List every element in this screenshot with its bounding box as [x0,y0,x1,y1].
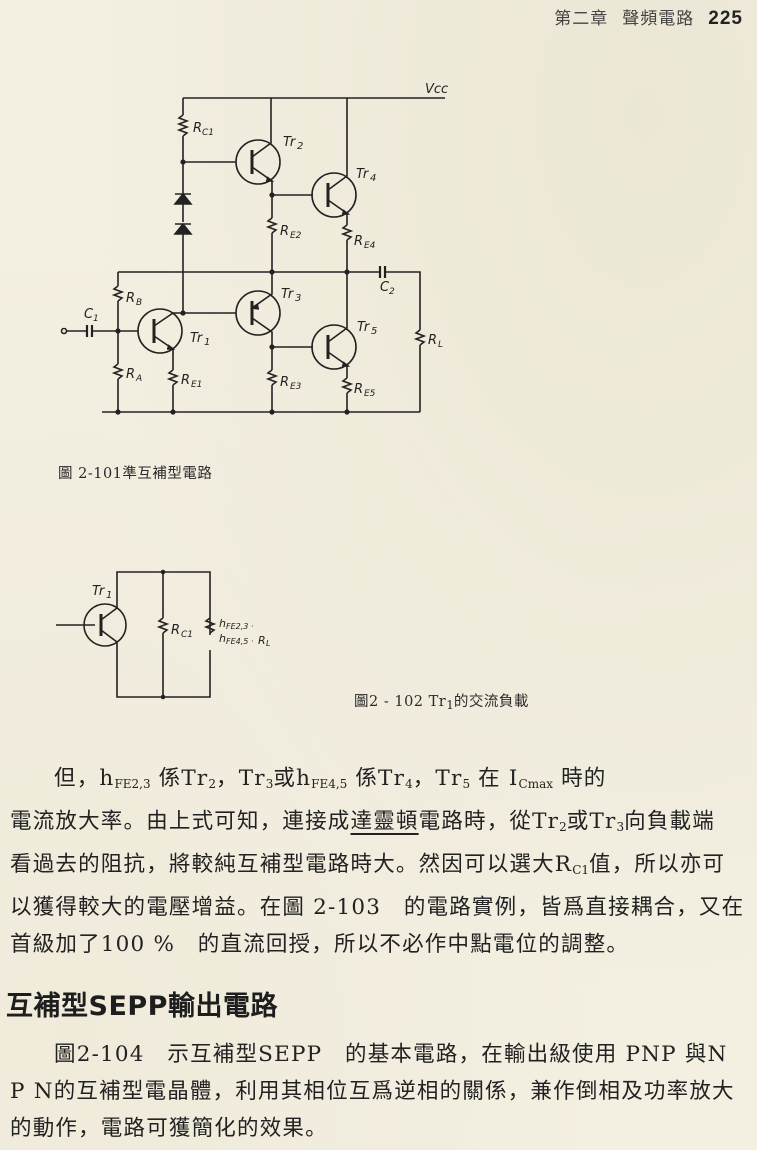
figure-2-102-caption: 圖2 - 102 Tr1的交流負載 [354,694,529,712]
tr4-transistor-icon [311,172,357,218]
paragraph-2-line-1: 圖2-104 示互補型SEPP 的基本電路，在輸出級使用 PNP 與N [54,1042,728,1067]
svg-text:C: C [84,307,94,322]
paragraph-1-line-4: 以獲得較大的電壓增益。在圖 2-103 的電路實例，皆爲直接耦合，又在 [10,895,745,920]
svg-text:FE2,3 ·: FE2,3 · [226,622,253,631]
svg-text:C1: C1 [202,128,214,138]
svg-text:Tr: Tr [283,135,297,150]
svg-text:L: L [438,340,443,350]
svg-text:R: R [280,375,289,390]
svg-text:2: 2 [297,141,303,152]
svg-text:Tr: Tr [356,167,370,182]
input-terminal-icon [60,327,68,335]
load-resistor-icon [203,617,217,634]
svg-text:C1: C1 [181,630,193,640]
svg-text:Tr: Tr [92,584,106,599]
vcc-label: Vcc [425,82,448,97]
underlined-term: 達靈頓 [350,809,419,834]
svg-text:Tr: Tr [357,320,371,335]
svg-text:E3: E3 [290,382,302,392]
svg-text:R: R [193,121,202,136]
svg-text:4: 4 [370,173,376,184]
tr3-transistor-icon [235,290,281,336]
svg-text:1: 1 [93,314,99,324]
paragraph-2: 圖2-104 示互補型SEPP 的基本電路，在輸出級使用 PNP 與N P N的… [10,1036,750,1147]
tr5-transistor-icon [311,324,357,370]
paragraph-2-line-3: 的動作，電路可獲簡化的效果。 [10,1116,328,1141]
svg-text:h: h [219,632,226,645]
svg-text:2: 2 [389,287,395,297]
svg-text:FE4,5 ·: FE4,5 · [226,637,253,646]
section-heading: 互補型SEPP輸出電路 [6,991,278,1022]
chapter-number: 第二章 [554,9,609,29]
svg-text:h: h [219,617,226,630]
chapter-title: 聲頻電路 [622,9,695,29]
paragraph-2-line-2: P N的互補型電晶體，利用其相位互爲逆相的關係，兼作倒相及功率放大 [10,1079,735,1104]
svg-text:A: A [135,374,142,384]
svg-text:R: R [171,623,180,638]
paragraph-1: 但，hFE2,3 係Tr2，Tr3或hFE4,5 係Tr4，Tr5 在 ICma… [10,760,750,963]
svg-text:Tr: Tr [190,331,204,346]
svg-text:C: C [380,280,390,295]
paragraph-1-line-1: 但，hFE2,3 係Tr2，Tr3或hFE4,5 係Tr4，Tr5 在 ICma… [54,766,607,791]
tr2-transistor-icon [235,139,281,185]
svg-text:B: B [136,298,142,308]
svg-text:Tr: Tr [281,287,295,302]
svg-text:R: R [126,367,135,382]
svg-text:L: L [266,639,270,648]
paragraph-1-line-2: 電流放大率。由上式可知，連接成達靈頓電路時，從Tr2或Tr3向負載端 [10,809,715,834]
running-header: 第二章 聲頻電路 225 [554,4,743,30]
svg-text:E5: E5 [364,389,376,399]
svg-text:R: R [354,234,363,249]
svg-text:E1: E1 [191,380,202,390]
svg-text:R: R [428,333,437,348]
rc1-resistor-icon [176,114,190,137]
svg-text:R: R [280,224,289,239]
svg-text:1: 1 [204,337,210,348]
paragraph-1-line-5: 首級加了100 % 的直流回授，所以不必作中點電位的調整。 [10,932,630,957]
svg-text:R: R [126,291,135,306]
rl-resistor-icon [413,329,427,346]
paragraph-1-line-3: 看過去的阻抗，將較純互補型電路時大。然因可以選大RC1值，所以亦可 [10,852,726,877]
svg-text:E4: E4 [364,241,376,251]
tr1-transistor-icon [137,308,183,354]
svg-text:5: 5 [371,326,377,337]
svg-text:3: 3 [295,293,301,304]
svg-text:R: R [258,634,266,647]
svg-text:R: R [181,373,190,388]
page-number: 225 [708,8,743,29]
svg-text:1: 1 [106,590,112,601]
svg-text:E2: E2 [290,231,302,241]
svg-text:R: R [354,382,363,397]
figure-2-101-caption: 圖 2-101準互補型電路 [58,466,213,482]
tr1-transistor-icon [83,603,127,647]
